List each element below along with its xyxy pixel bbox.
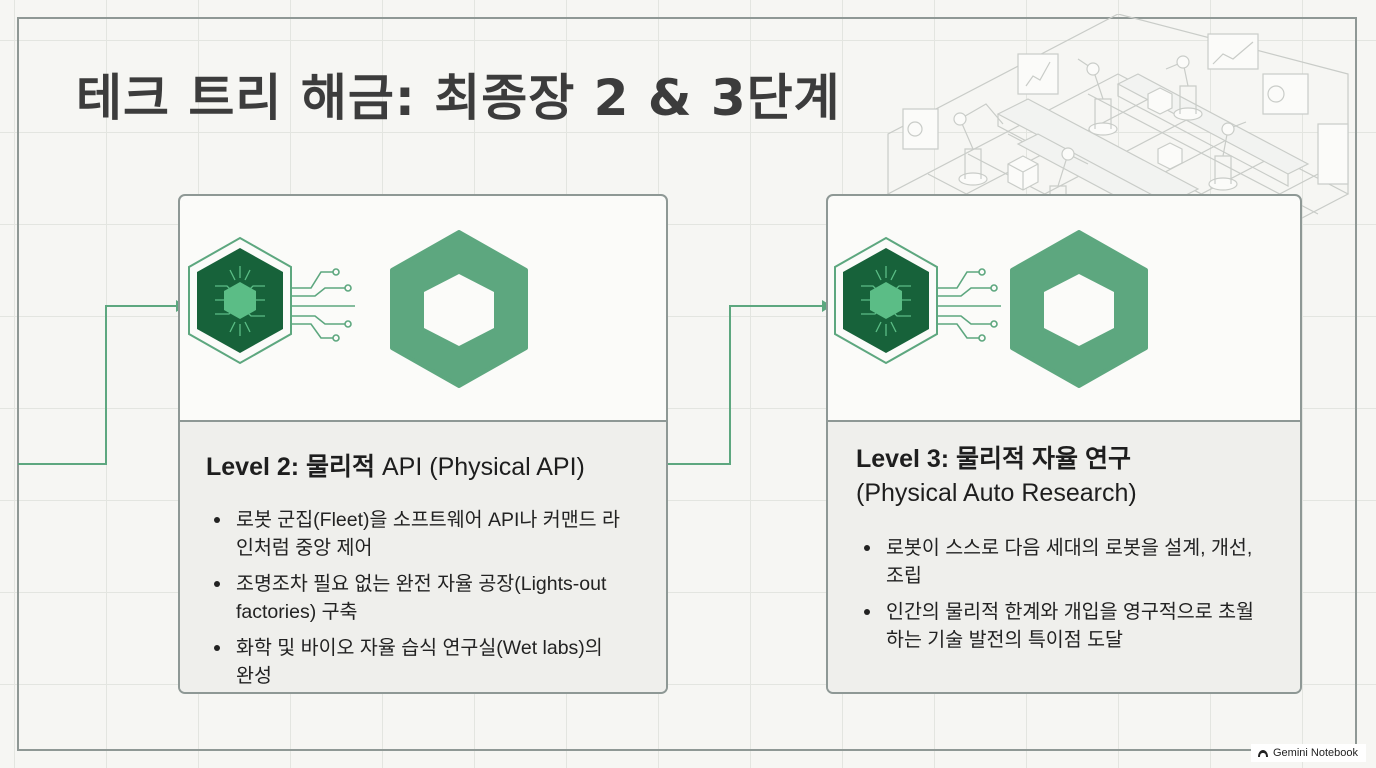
list-item: 로봇이 스스로 다음 세대의 로봇을 설계, 개선, 조립 [856, 534, 1256, 590]
level3-title-bold: Level 3: 물리적 자율 연구 [856, 445, 1131, 473]
slide-frame [17, 17, 1357, 751]
level3-title: Level 3: 물리적 자율 연구 (Physical Auto Resear… [856, 442, 1274, 510]
circuit-hexagon-chip-icon [188, 236, 355, 365]
level2-text-area: Level 2: 물리적 API (Physical API) 로봇 군집(Fl… [180, 420, 666, 692]
brand-label: Gemini Notebook [1273, 747, 1358, 759]
list-item: 인간의 물리적 한계와 개입을 영구적으로 초월하는 기술 발전의 특이점 도달 [856, 598, 1256, 654]
level3-text-area: Level 3: 물리적 자율 연구 (Physical Auto Resear… [828, 420, 1300, 692]
level3-card: Level 3: 물리적 자율 연구 (Physical Auto Resear… [826, 194, 1302, 694]
level2-bullet-list: 로봇 군집(Fleet)을 소프트웨어 API나 커맨드 라인처럼 중앙 제어 … [206, 506, 626, 690]
level2-icon-area [180, 196, 666, 420]
level2-card: Level 2: 물리적 API (Physical API) 로봇 군집(Fl… [178, 194, 668, 694]
list-item: 화학 및 바이오 자율 습식 연구실(Wet labs)의 완성 [206, 634, 626, 690]
hexagon-ring-icon [1010, 230, 1148, 388]
level3-title-sub: (Physical Auto Research) [856, 479, 1137, 507]
hexagon-ring-icon [390, 230, 528, 388]
level2-title: Level 2: 물리적 API (Physical API) [206, 450, 640, 484]
list-item: 조명조차 필요 없는 완전 자율 공장(Lights-out factories… [206, 570, 626, 626]
level2-title-bold: Level 2: 물리적 [206, 453, 376, 481]
notebook-logo-icon [1258, 749, 1268, 757]
level3-icon-area [828, 196, 1300, 420]
circuit-hexagon-chip-icon [834, 236, 1001, 365]
level3-bullet-list: 로봇이 스스로 다음 세대의 로봇을 설계, 개선, 조립 인간의 물리적 한계… [856, 534, 1256, 654]
brand-badge: Gemini Notebook [1251, 744, 1366, 762]
list-item: 로봇 군집(Fleet)을 소프트웨어 API나 커맨드 라인처럼 중앙 제어 [206, 506, 626, 562]
page-title: 테크 트리 해금: 최종장 2 & 3단계 [76, 69, 841, 127]
level2-title-rest: API (Physical API) [375, 453, 585, 481]
